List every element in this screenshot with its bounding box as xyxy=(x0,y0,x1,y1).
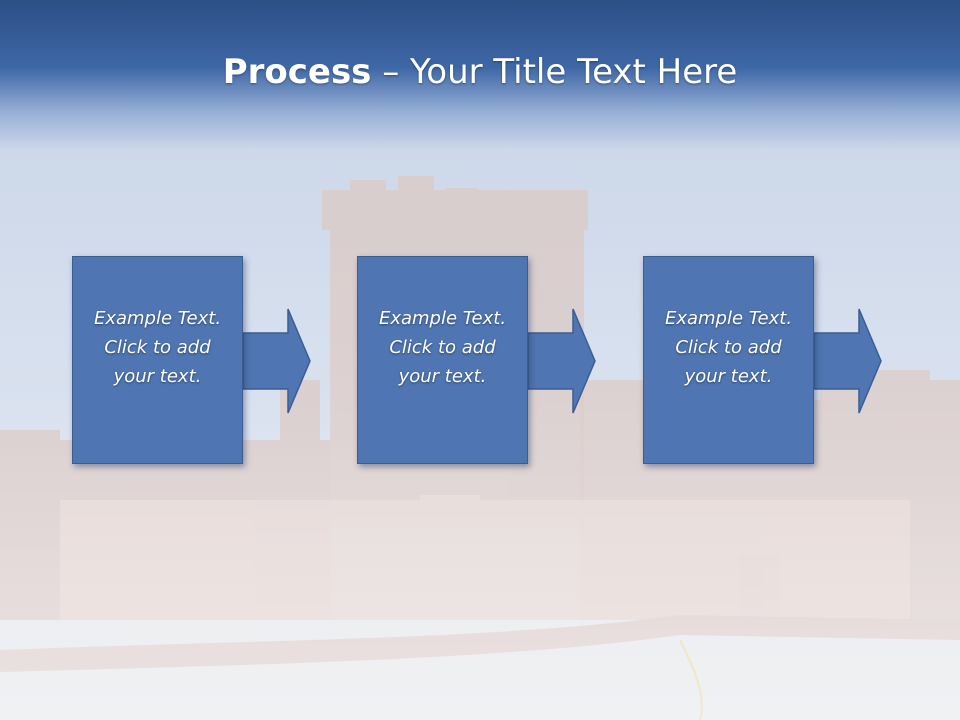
step-text: Example Text. Click to add your text. xyxy=(93,307,222,387)
right-arrow-icon xyxy=(243,308,311,414)
title-bold-text: Process xyxy=(222,52,372,92)
right-arrow-icon xyxy=(814,308,882,414)
process-step-1[interactable]: Example Text. Click to add your text. xyxy=(72,256,243,464)
title-band xyxy=(0,0,960,150)
step-text: Example Text. Click to add your text. xyxy=(664,307,793,387)
process-step-2[interactable]: Example Text. Click to add your text. xyxy=(357,256,528,464)
process-step-3[interactable]: Example Text. Click to add your text. xyxy=(643,256,814,464)
step-text: Example Text. Click to add your text. xyxy=(378,307,507,387)
slide-title[interactable]: Process – Your Title Text Here xyxy=(0,52,960,92)
title-rest-text: – Your Title Text Here xyxy=(371,52,738,92)
right-arrow-icon xyxy=(528,308,596,414)
